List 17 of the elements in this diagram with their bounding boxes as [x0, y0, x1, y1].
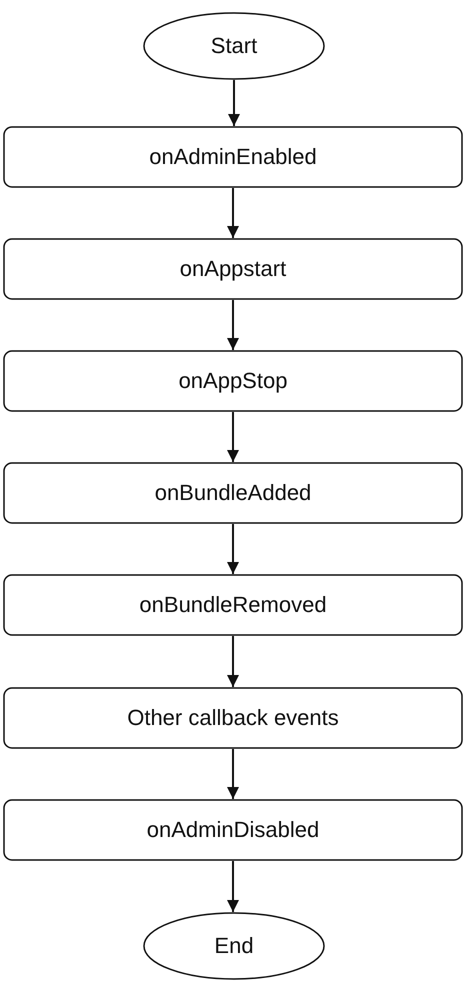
arrow	[227, 188, 239, 238]
arrow	[227, 300, 239, 350]
node-label: onBundleAdded	[154, 480, 312, 506]
arrow	[227, 524, 239, 574]
node-label: onAppstart	[180, 256, 286, 282]
node-label: End	[214, 933, 254, 959]
node-label: onAppStop	[178, 368, 288, 394]
arrow	[227, 749, 239, 799]
node-label: onAdminEnabled	[149, 144, 317, 170]
arrow	[227, 861, 239, 912]
arrow	[228, 80, 240, 126]
node-label: Other callback events	[127, 705, 339, 731]
node-label: onBundleRemoved	[139, 592, 327, 618]
arrow	[227, 636, 239, 687]
arrow	[227, 412, 239, 462]
node-label: Start	[210, 33, 258, 59]
node-label: onAdminDisabled	[146, 817, 320, 843]
